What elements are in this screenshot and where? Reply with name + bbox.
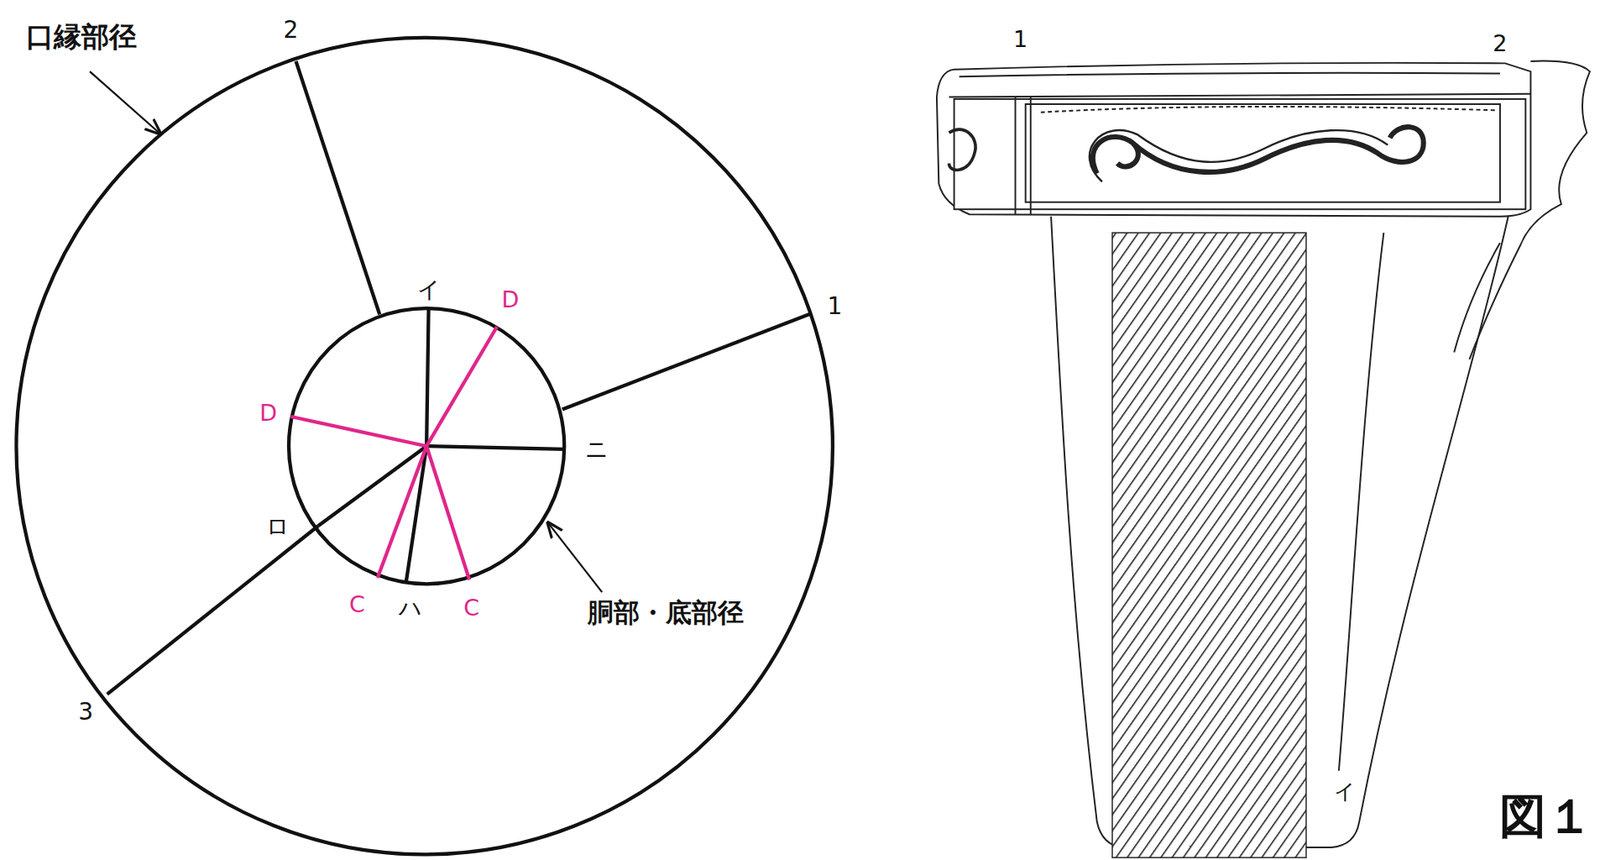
leader-arrow (89, 71, 161, 134)
callout-letter: イ (1333, 780, 1356, 802)
callout-letter: ハ (398, 596, 423, 619)
callout-letter: C (349, 592, 366, 616)
radial-lines (107, 61, 812, 695)
dimension-label: 胴部・底部径 (587, 599, 744, 626)
callout-number: 2 (283, 18, 299, 42)
callout-number: 1 (1013, 27, 1028, 51)
vessel-drawing (936, 61, 1590, 858)
leader-arrow (548, 522, 602, 592)
callout-number: 2 (1492, 31, 1507, 55)
callout-letter: ニ (585, 437, 609, 461)
figure-number: 図１ (1499, 792, 1594, 840)
callout-letter: D (501, 287, 519, 311)
callout-letter: イ (417, 277, 441, 301)
body-circle (288, 308, 565, 584)
callout-letter: ロ (266, 514, 290, 538)
callout-letter: C (463, 596, 480, 619)
callout-number: 3 (78, 700, 94, 724)
magenta-lines (290, 326, 497, 580)
callout-number: 1 (826, 294, 842, 319)
dimension-label: 口縁部径 (26, 22, 137, 51)
rim-circle (15, 37, 832, 854)
callout-letter: D (259, 401, 278, 424)
